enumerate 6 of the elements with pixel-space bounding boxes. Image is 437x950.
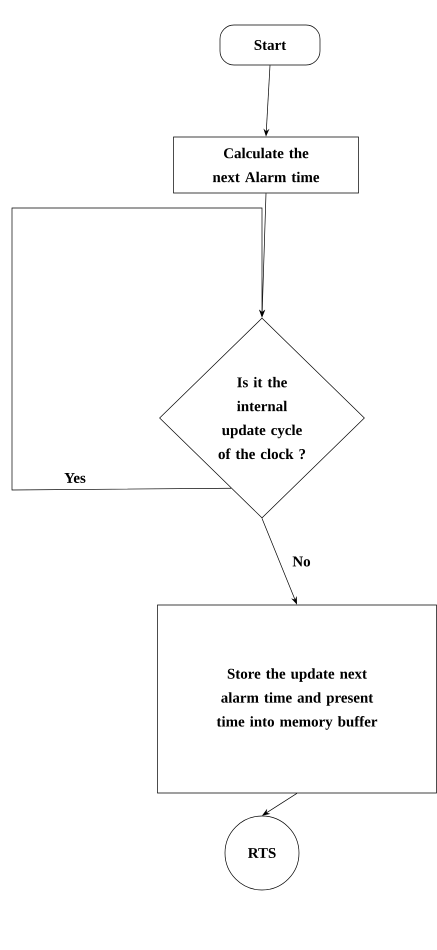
process-box: Calculate the next Alarm time — [173, 136, 359, 194]
start-terminal: Start — [220, 24, 320, 66]
process-box: Store the update next alarm time and present time into memory buffer — [157, 604, 437, 794]
edge-label: No — [291, 556, 312, 568]
edge-label: Yes — [63, 472, 87, 484]
arrow — [12, 208, 266, 490]
